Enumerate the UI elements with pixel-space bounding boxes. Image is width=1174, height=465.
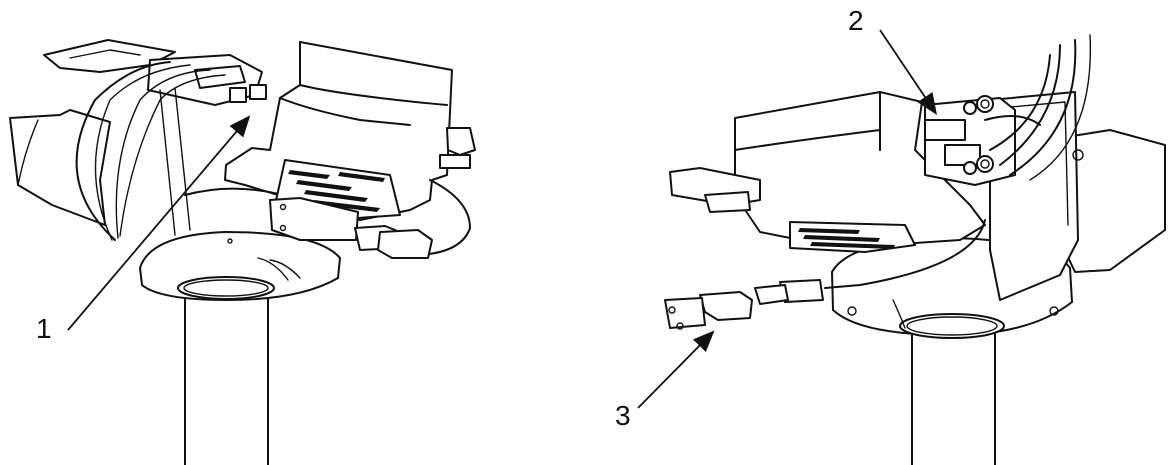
right-vent-grille [789, 221, 916, 253]
callout-2-label: 2 [848, 5, 864, 36]
right-housing [734, 91, 1166, 273]
left-wing [9, 109, 111, 226]
right-side-bracket [669, 167, 761, 213]
callout-3-label: 3 [615, 400, 631, 431]
left-top-bracket [43, 39, 267, 106]
right-connector [664, 219, 986, 330]
left-view: 1 [9, 39, 476, 465]
left-connector [269, 197, 433, 259]
callout-1-label: 1 [36, 313, 52, 344]
right-pole [911, 329, 996, 465]
right-terminal-block [924, 34, 1092, 186]
callout-1: 1 [36, 115, 251, 344]
left-pole [184, 289, 269, 465]
left-cables [75, 61, 471, 256]
right-view: 2 3 [615, 5, 1166, 465]
left-flange [139, 231, 341, 301]
callout-3: 3 [615, 330, 715, 431]
callout-2: 2 [848, 5, 938, 115]
